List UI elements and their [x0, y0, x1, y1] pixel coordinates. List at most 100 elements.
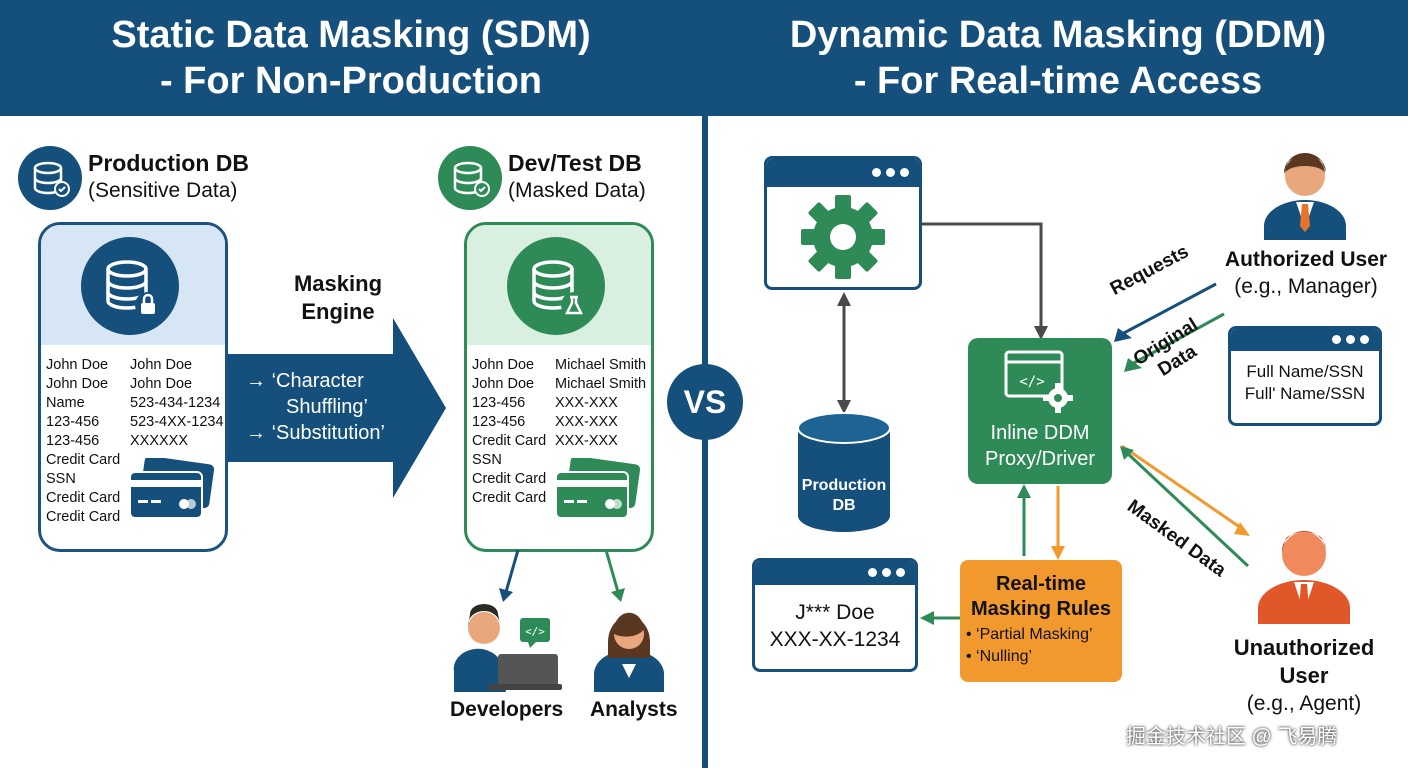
masking-technique-1-line2: Shuffling’ [286, 396, 368, 418]
authorized-user-line2: (e.g., Manager) [1234, 275, 1378, 298]
masked-output-window-bar [755, 561, 915, 585]
window-controls [1332, 335, 1369, 344]
unauthorized-user-icon [1258, 530, 1350, 624]
left-header-line2: - For Non-Production [159, 60, 543, 102]
consumer-arrows [499, 549, 625, 602]
dev-test-db-panel-top [467, 225, 651, 345]
dev-col1-item: John Doe [472, 376, 535, 392]
masking-rules-list: • ‘Partial Masking’ • ‘Nulling’ [960, 624, 1122, 668]
prod-col2-item: XXXXXX [130, 433, 189, 449]
masking-technique-1-line1: → ‘Character [246, 368, 368, 394]
masked-output-line1: J*** Doe [795, 601, 875, 624]
unauthorized-user-line2: User [1279, 663, 1329, 688]
production-db-badge-icon [18, 146, 82, 210]
prod-col1-item: 123-456 [46, 414, 100, 430]
arrow-right-icon: → [246, 422, 272, 444]
full-data-line2: Full' Name/SSN [1244, 384, 1366, 403]
dev-test-db-col1: John Doe John Doe 123-456 123-456 Credit… [472, 356, 546, 508]
code-gear-icon: </> [1004, 350, 1073, 413]
authorized-user-icon [1264, 152, 1346, 240]
proxy-label-line1: Inline DDM [990, 422, 1090, 444]
watermark: 掘金技术社区 @ 飞易腾 [1126, 726, 1338, 748]
production-db-panel-top [41, 225, 225, 345]
analyst-person-icon [594, 612, 664, 692]
dev-col2-item: Michael Smith [555, 376, 647, 392]
unauthorized-user-label: Unauthorized User (e.g., Agent) [1204, 634, 1404, 718]
production-db-cylinder-label: Production DB [796, 476, 892, 516]
dev-col1-item: Credit Card [472, 490, 547, 506]
arrow-right-icon: → [246, 370, 272, 392]
masking-rule-item: • ‘Partial Masking’ [966, 626, 1093, 643]
right-header-line1: Dynamic Data Masking (DDM) [789, 14, 1327, 56]
right-header: Dynamic Data Masking (DDM) - For Real-ti… [708, 0, 1408, 116]
prod-col1-item: SSN [46, 471, 76, 487]
proxy-label-line2: Proxy/Driver [984, 448, 1095, 470]
full-data-window: Full Name/SSN Full' Name/SSN [1228, 326, 1382, 426]
locked-database-icon [81, 237, 179, 335]
prod-col2-item: John Doe [130, 357, 193, 373]
masking-technique-2-text: ‘Substitution’ [271, 422, 385, 444]
production-db-subtitle: (Sensitive Data) [88, 179, 238, 202]
prod-col1-item: 123-456 [46, 433, 100, 449]
masking-engine-title-line2: Engine [301, 299, 375, 324]
full-data-line1: Full Name/SSN [1246, 362, 1364, 381]
vs-badge: VS [667, 364, 743, 440]
left-header-line1: Static Data Masking (SDM) [111, 14, 591, 56]
unauthorized-user-line3: (e.g., Agent) [1246, 692, 1362, 715]
dev-col2-item: XXX-XXX [555, 414, 618, 430]
inline-ddm-proxy-label: Inline DDM Proxy/Driver [968, 420, 1112, 472]
prod-col2-item: 523-434-1234 [130, 395, 221, 411]
masking-rule-item: • ‘Nulling’ [966, 648, 1033, 665]
full-data-window-bar [1231, 329, 1379, 351]
dev-col1-item: 123-456 [472, 395, 526, 411]
production-db-cylinder-line2: DB [832, 497, 856, 514]
authorized-user-label: Authorized User (e.g., Manager) [1208, 246, 1404, 300]
prod-col1-item: Credit Card [46, 490, 121, 506]
prod-col2-item: 523-4XX-1234 [130, 414, 224, 430]
ddm-connectors [837, 222, 1250, 625]
svg-text:</>: </> [1019, 374, 1044, 390]
masking-engine-arrow-icon [228, 318, 446, 498]
window-controls [868, 568, 905, 577]
production-db-col2: John Doe John Doe 523-434-1234 523-4XX-1… [130, 356, 224, 451]
production-db-cylinder-icon [797, 412, 891, 532]
dev-col1-item: Credit Card [472, 433, 547, 449]
masked-database-icon [507, 237, 605, 335]
authorized-user-line1: Authorized User [1224, 248, 1388, 271]
masking-rules-box: Real-time Masking Rules • ‘Partial Maski… [960, 560, 1122, 682]
developers-label: Developers [450, 698, 564, 721]
developer-person-icon: </> [453, 604, 562, 692]
dev-col1-item: John Doe [472, 357, 535, 373]
window-controls [872, 168, 909, 177]
prod-col1-item: John Doe [46, 376, 109, 392]
dev-col1-item: Credit Card [472, 471, 547, 487]
masking-technique-1-text1: ‘Character [271, 370, 364, 392]
dev-test-db-col2: Michael Smith Michael Smith XXX-XXX XXX-… [555, 356, 646, 451]
masking-technique-2: → ‘Substitution’ [246, 420, 385, 446]
application-window [764, 156, 922, 290]
production-db-cylinder-line1: Production [801, 477, 887, 494]
dev-col1-item: SSN [472, 452, 502, 468]
dev-test-db-badge-icon [438, 146, 502, 210]
svg-text:</>: </> [525, 625, 545, 638]
inline-ddm-proxy-box: </> Inline DDM Proxy/Driver [968, 338, 1112, 484]
left-header: Static Data Masking (SDM) - For Non-Prod… [0, 0, 702, 116]
dev-col2-item: XXX-XXX [555, 395, 618, 411]
masked-output-line2: XXX-XX-1234 [769, 628, 901, 651]
credit-cards-icon [555, 458, 641, 519]
masked-output-window: J*** Doe XXX-XX-1234 [752, 558, 918, 672]
right-header-line2: - For Real-time Access [853, 60, 1263, 102]
prod-col1-item: Credit Card [46, 452, 121, 468]
prod-col1-item: John Doe [46, 357, 109, 373]
analysts-label: Analysts [590, 698, 678, 721]
dev-col2-item: Michael Smith [555, 357, 647, 373]
window-title-bar [767, 159, 919, 187]
production-db-col1: John Doe John Doe Name 123-456 123-456 C… [46, 356, 120, 527]
masking-technique-1: → ‘Character Shuffling’ [246, 368, 368, 420]
masking-engine-title: Masking Engine [278, 270, 398, 326]
unauthorized-user-line1: Unauthorized [1233, 635, 1375, 660]
dev-col1-item: 123-456 [472, 414, 526, 430]
gear-icon [801, 195, 885, 279]
prod-col1-item: Name [46, 395, 85, 411]
masking-rules-title-line1: Real-time [995, 573, 1087, 595]
